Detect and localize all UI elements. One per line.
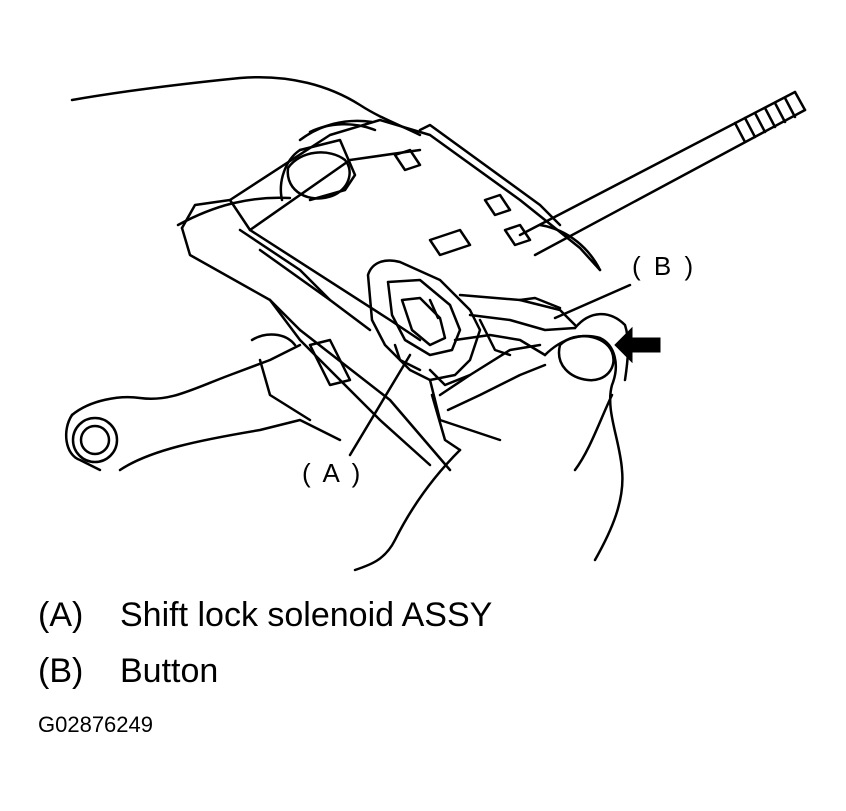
legend-text-b: Button (120, 652, 219, 690)
legend-text-a: Shift lock solenoid ASSY (120, 596, 493, 634)
callout-b-label: ( B ) (632, 251, 696, 281)
callout-a-leader (348, 353, 412, 457)
button-mechanism (428, 293, 577, 452)
shifter-housing (180, 118, 602, 472)
shift-lever-rod (518, 90, 807, 272)
callout-a-label: ( A ) (302, 458, 363, 488)
upper-hand (70, 76, 422, 227)
shift-lock-solenoid-assy (366, 259, 482, 387)
lower-thumbnail (557, 334, 615, 382)
push-arrow-icon (614, 326, 661, 364)
legend-key-a: (A) (38, 596, 84, 634)
legend-item-a: (A) Shift lock solenoid ASSY (38, 596, 492, 635)
legend-key-b: (B) (38, 652, 84, 690)
lower-hand (353, 312, 630, 572)
upper-thumbnail (286, 151, 351, 200)
mount-hole (71, 416, 119, 464)
legend-item-b: (B) Button (38, 652, 218, 691)
lower-bracket (64, 333, 342, 472)
figure-id: G02876249 (38, 712, 153, 737)
callout-b-leader (553, 283, 632, 320)
